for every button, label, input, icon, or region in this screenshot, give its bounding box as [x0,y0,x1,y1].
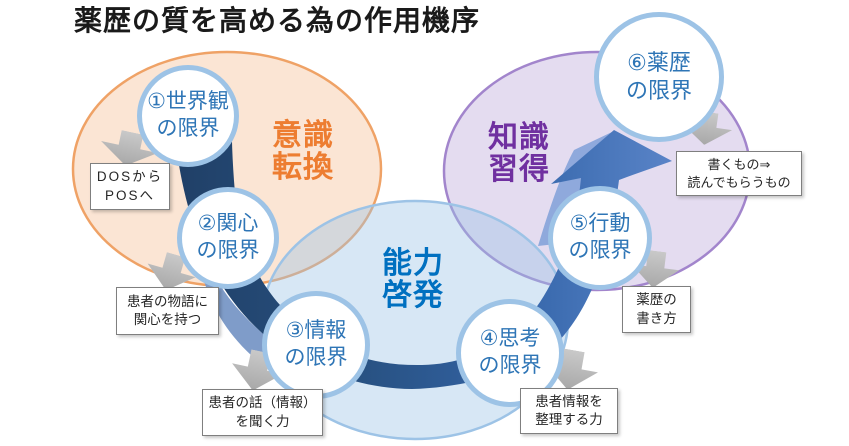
ability-label-line2: 啓発 [382,279,444,313]
limit-circle-1: ①世界観 の限界 [137,65,239,167]
callout-written-to-read-line2: 読んでもらうもの [687,174,791,190]
callout-written-to-read-line1: 書くもの⇒ [707,156,771,172]
callout-organize-info-line2: 整理する力 [535,412,603,427]
limit-circle-2-line2: の限界 [196,239,260,262]
limit-circle-5-line2: の限界 [568,239,632,262]
limit-circle-6-line1: ⑥薬歴 [627,49,691,75]
limit-circle-6-line2: の限界 [625,78,692,103]
awareness-label-line2: 転換 [272,151,334,185]
limit-circle-5-line1: ⑤行動 [569,212,631,236]
ability-label-line1: 能力 [382,247,444,280]
callout-dos-to-pos-line2: POSへ [104,187,155,203]
limit-circle-5: ⑤行動 の限界 [548,186,652,290]
ability-label: 能力 啓発 [373,247,453,313]
page-title: 薬歴の質を高める為の作用機序 [74,5,481,36]
limit-circle-1-line2: の限界 [156,117,220,140]
knowledge-label: 知識 習得 [479,121,559,187]
swoosh-highlight-left [203,278,302,362]
awareness-label-line1: 意識 [272,119,334,152]
limit-circle-4-line2: の限界 [478,354,542,377]
callout-patient-story-line2: 関心を持つ [133,312,202,327]
callout-organize-info-line1: 患者情報を [535,393,603,409]
limit-circle-2-line1: ②関心 [197,212,259,236]
callout-patient-story: 患者の物語に 関心を持つ [116,287,219,335]
callout-listening-skill-line2: を聞く力 [235,413,290,429]
callout-listening-skill: 患者の話（情報） を聞く力 [202,389,323,436]
callout-how-to-write-line2: 書き方 [636,310,677,326]
callout-how-to-write: 薬歴の 書き方 [622,286,691,333]
limit-circle-1-line1: ①世界観 [147,90,229,114]
limit-circle-4-line1: ④思考 [479,327,541,351]
limit-circle-3-line1: ③情報 [285,319,347,343]
callout-patient-story-line1: 患者の物語に [127,293,208,309]
knowledge-label-line2: 習得 [488,153,550,187]
knowledge-label-line1: 知識 [488,121,550,154]
limit-circle-3-line2: の限界 [284,346,348,369]
limit-circle-6: ⑥薬歴 の限界 [594,12,724,142]
limit-circle-2: ②関心 の限界 [177,187,279,289]
callout-written-to-read: 書くもの⇒ 読んでもらうもの [676,151,802,196]
callout-listening-skill-line1: 患者の話（情報） [208,395,317,411]
callout-how-to-write-line1: 薬歴の [636,292,677,308]
limit-circle-3: ③情報 の限界 [262,291,370,399]
callout-dos-to-pos: DOSから POSへ [90,163,170,210]
callout-organize-info: 患者情報を 整理する力 [520,388,618,434]
callout-dos-to-pos-line1: DOSから [96,169,164,185]
awareness-label: 意識 転換 [263,119,343,185]
